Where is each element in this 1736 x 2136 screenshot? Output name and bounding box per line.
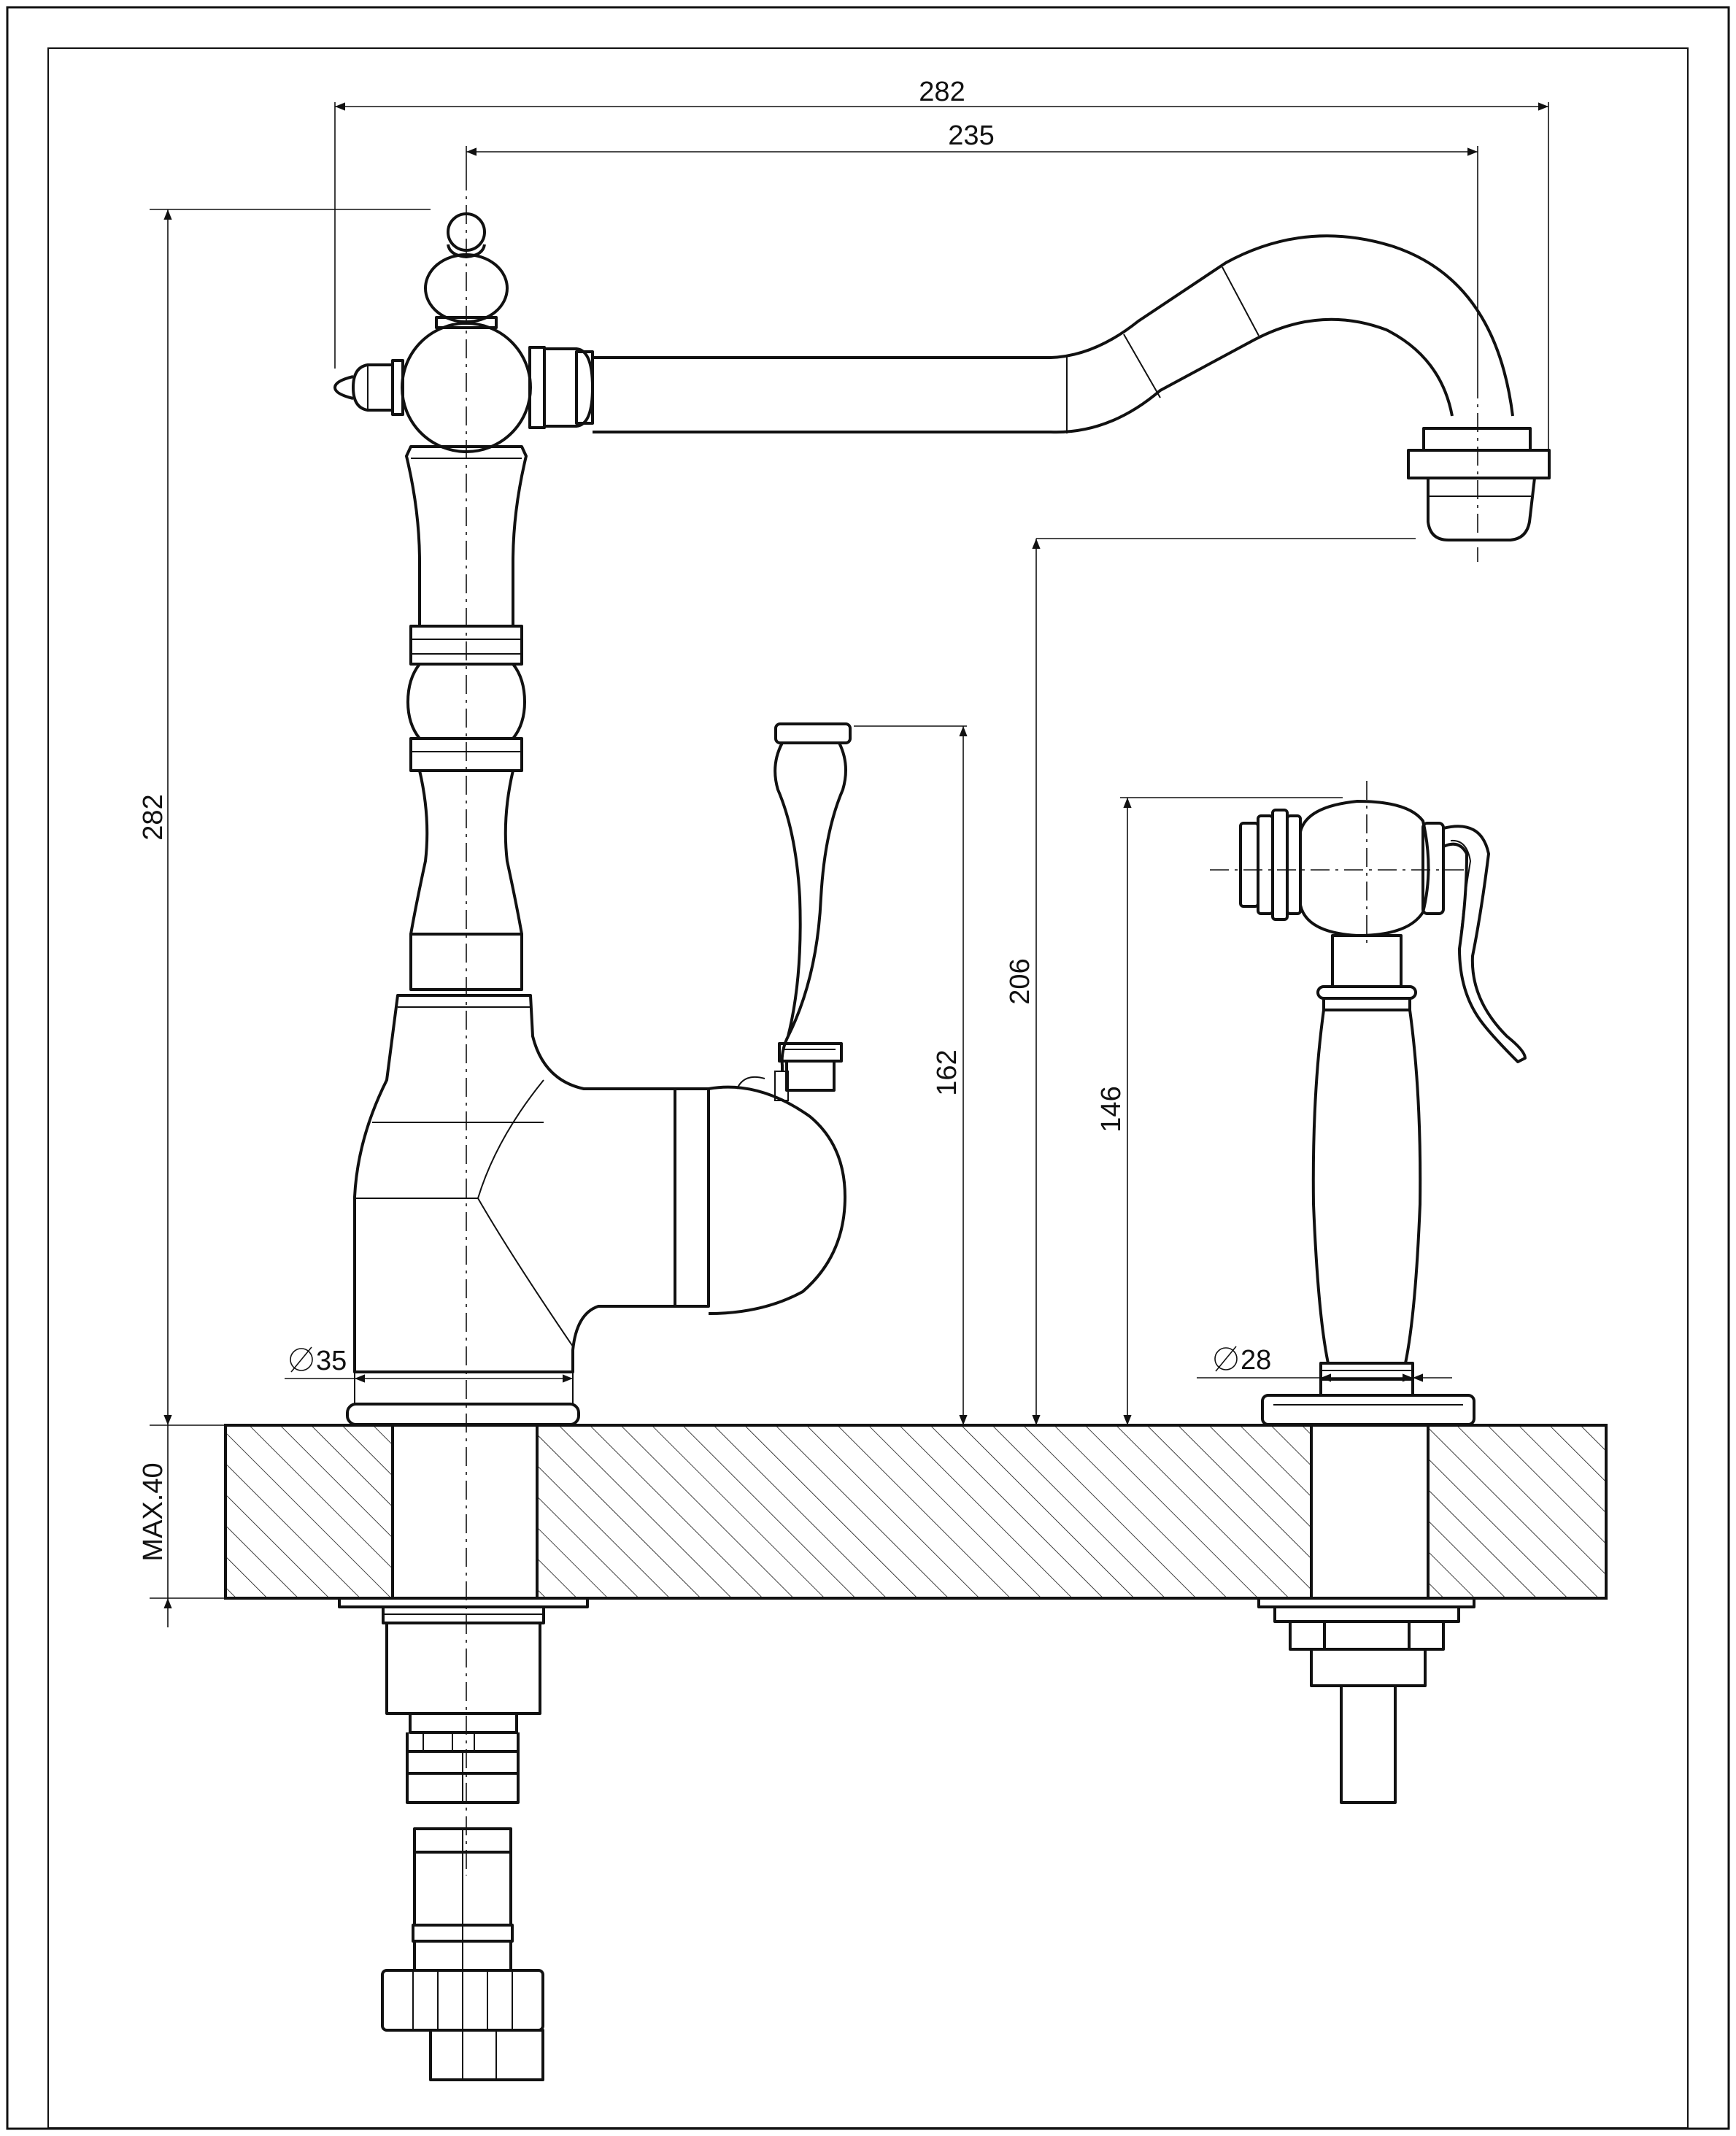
dim-spray-height: 146 xyxy=(1096,1086,1127,1132)
dim-handle-height: 162 xyxy=(932,1049,962,1095)
dim-tap-base-diameter: 35 xyxy=(316,1346,347,1376)
dim-spout-outlet-height: 206 xyxy=(1005,958,1035,1004)
side-spray xyxy=(1239,800,1527,1804)
dim-spray-base-diameter: 28 xyxy=(1241,1345,1271,1376)
inner-frame xyxy=(47,47,1689,2129)
outer-frame xyxy=(6,6,1730,2130)
dimension-lines xyxy=(150,102,1549,1627)
dim-overall-height: 282 xyxy=(138,794,169,840)
dim-max-deck-thickness: MAX.40 xyxy=(138,1462,169,1561)
countertop-section xyxy=(224,1424,1608,1600)
centerlines xyxy=(466,171,1478,1875)
dim-spout-reach: 235 xyxy=(948,120,994,151)
dim-overall-width: 282 xyxy=(919,77,965,107)
kitchen-tap xyxy=(333,212,1551,2081)
